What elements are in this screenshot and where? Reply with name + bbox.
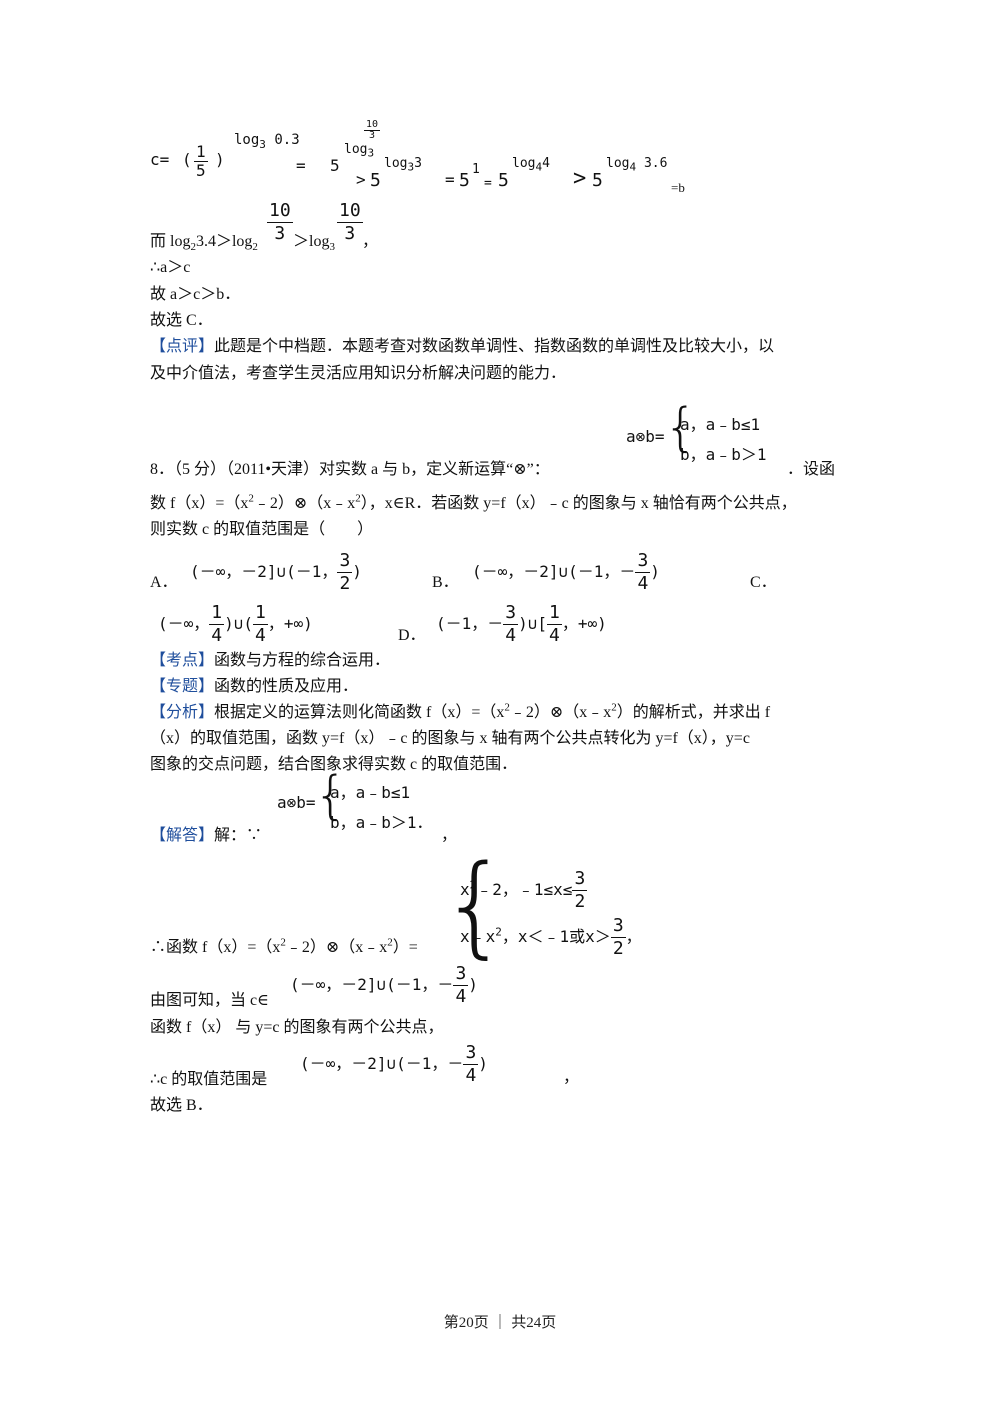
comma: ， bbox=[362, 233, 379, 250]
a-gt-c: ∴a＞c bbox=[150, 259, 191, 276]
zhuanti-line: 【专题】函数的性质及应用． bbox=[150, 678, 359, 695]
jieda-comma: ， bbox=[441, 827, 458, 844]
jieda-case-2: b，a﹣b＞1． bbox=[330, 813, 433, 832]
equals-2: = bbox=[445, 170, 455, 189]
base-five-2: 5 bbox=[370, 170, 381, 191]
base-five-5: 5 bbox=[592, 170, 603, 191]
comment-line-1: 【点评】此题是个中档题．本题考查对数函数单调性、指数函数的单调性及比较大小，以 bbox=[150, 338, 775, 355]
fenxi-line-2: （x）的取值范围，函数 y=f（x）﹣c 的图象与 x 轴有两个公共点转化为 y… bbox=[150, 730, 750, 747]
fenxi-line-3: 图象的交点问题，结合图象求得实数 c 的取值范围． bbox=[150, 756, 518, 773]
jieda-brace: { bbox=[314, 766, 348, 826]
jieda-case-1: a，a﹣b≤1 bbox=[330, 783, 411, 802]
q8-stem-3: 则实数 c 的取值范围是（ ） bbox=[150, 521, 374, 538]
choose-c: 故选 C． bbox=[150, 312, 213, 329]
comment-line-2: 及中介值法，考查学生灵活应用知识分析解决问题的能力． bbox=[150, 365, 567, 382]
log3-part: ＞log3 bbox=[293, 233, 335, 254]
equals-3: = bbox=[484, 176, 492, 191]
greater-than-1: > bbox=[356, 170, 366, 189]
page-footer: 第20页 ｜ 共24页 bbox=[443, 1315, 557, 1331]
paren-close: ) bbox=[215, 150, 225, 169]
def-label: a⊗b= bbox=[626, 427, 665, 446]
zhuanti-tag: 【专题】 bbox=[150, 678, 215, 695]
exponent-one: 1 bbox=[472, 162, 480, 177]
exponent-log3-0.3: log3 0.3 bbox=[234, 132, 300, 151]
base-five: 5 bbox=[330, 156, 340, 175]
kaodian-tag: 【考点】 bbox=[150, 652, 215, 669]
fenxi-line-1: 【分析】根据定义的运算法则化简函数 f（x）=（x2﹣2）⊗（x﹣x2）的解析式… bbox=[150, 701, 771, 721]
base-five-3: 5 bbox=[459, 170, 470, 191]
q8-stem-1: 8．（5 分）（2011•天津）对实数 a 与 b，定义新运算“⊗”： bbox=[150, 461, 550, 478]
jieda-tag: 【解答】 bbox=[150, 827, 215, 844]
def-case-1: a，a﹣b≤1 bbox=[680, 415, 761, 434]
comment-tag: 【点评】 bbox=[150, 338, 215, 355]
log-comparison-line: 而 log23.4＞log2 bbox=[150, 233, 258, 254]
q8-stem-1-tail: ．设函 bbox=[787, 461, 836, 478]
order-line: 故 a＞c＞b． bbox=[150, 286, 241, 303]
equals-sign: = bbox=[296, 156, 306, 175]
option-d-label: D． bbox=[398, 627, 426, 644]
paren-open: ( bbox=[182, 150, 192, 169]
option-a-label: A． bbox=[150, 574, 178, 591]
option-c-label: C． bbox=[750, 574, 777, 591]
function-intersections-line: 函数 f（x） 与 y=c 的图象有两个公共点， bbox=[150, 1019, 444, 1036]
exponent-log4-4: log44 bbox=[512, 156, 550, 174]
jieda-def-label: a⊗b= bbox=[277, 793, 316, 812]
piecewise-brace: { bbox=[440, 841, 510, 969]
def-brace: { bbox=[664, 398, 698, 458]
range-comma: ， bbox=[563, 1069, 580, 1086]
greater-than-2: > bbox=[573, 166, 587, 191]
exponent-log3-3: log33 bbox=[384, 156, 422, 174]
option-b-label: B． bbox=[432, 574, 459, 591]
def-case-2: b，a﹣b＞1 bbox=[680, 445, 767, 464]
range-line: ∴c 的取值范围是 bbox=[150, 1071, 268, 1088]
base-five-4: 5 bbox=[498, 170, 509, 191]
c-equals: c= bbox=[150, 150, 170, 169]
exponent-log4-3.6: log4 3.6 bbox=[606, 156, 668, 174]
choose-b: 故选 B． bbox=[150, 1097, 213, 1114]
exponent-log3-10-3: log3 bbox=[344, 142, 375, 160]
q8-stem-2: 数 f（x）=（x2﹣2）⊗（x﹣x2），x∈R．若函数 y=f（x）﹣c 的图… bbox=[150, 492, 797, 512]
fenxi-tag: 【分析】 bbox=[150, 704, 215, 721]
piecewise-prefix: ∴函数 f（x）=（x2﹣2）⊗（x﹣x2）= bbox=[150, 936, 418, 956]
jieda-line: 【解答】解：∵ bbox=[150, 827, 263, 844]
kaodian-line: 【考点】函数与方程的综合运用． bbox=[150, 652, 391, 669]
equals-b: =b bbox=[671, 180, 685, 195]
from-graph-line: 由图可知，当 c∈ bbox=[150, 992, 269, 1009]
